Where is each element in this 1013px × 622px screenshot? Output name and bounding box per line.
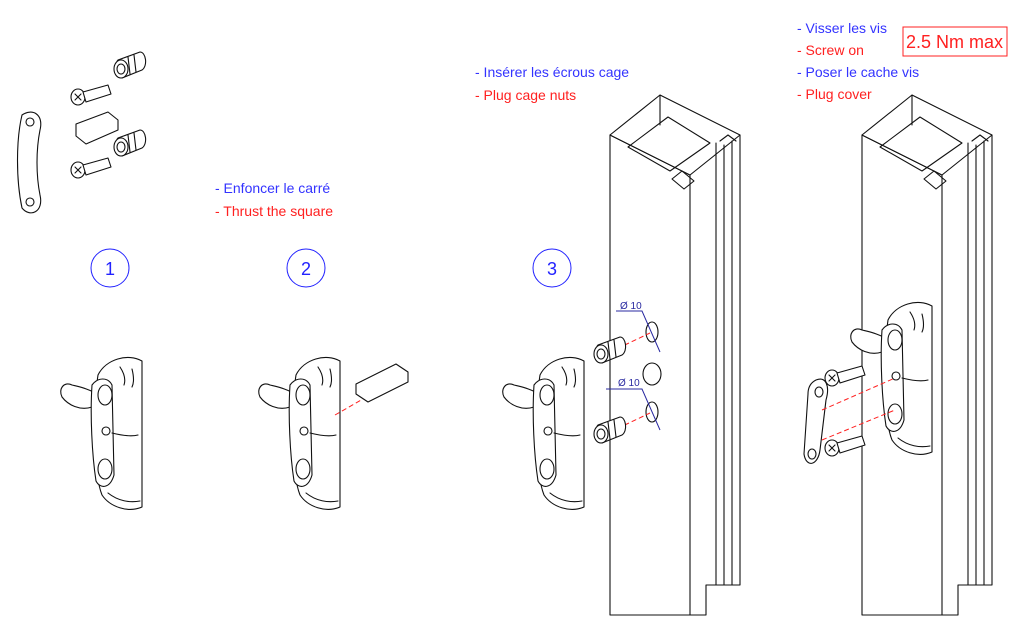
aluminium-profile [609,94,741,616]
step-2: - Enfoncer le carré - Thrust the square … [215,180,409,510]
screw-icon [824,435,866,457]
instruction-fr: - Enfoncer le carré [215,180,330,196]
screw-cover-part [16,111,42,214]
instruction-fr: - Insérer les écrous cage [475,64,629,80]
instruction-en: - Plug cage nuts [475,87,576,103]
torque-box [902,26,1008,57]
handle-icon [502,356,585,510]
step-3: - Insérer les écrous cage - Plug cage nu… [475,64,741,616]
screw-icon [824,365,866,387]
step-4: - Visser les vis - Screw on - Poser le c… [797,20,1008,616]
handle-icon [258,356,341,510]
step-1: 1 [16,51,147,510]
instruction-fr: - Visser les vis [797,20,887,36]
instruction-en: - Thrust the square [215,203,333,219]
step-number: 3 [547,259,557,279]
instruction-fr: - Poser le cache vis [797,64,919,80]
screw-cover-part [803,378,829,464]
dimension-label: Ø 10 [620,301,642,312]
step-number-circle [90,248,130,288]
step-number-circle [532,248,572,288]
square-spindle-icon [75,111,119,145]
step-number-circle [286,248,326,288]
square-spindle-icon [355,363,409,403]
cage-nut-icon [113,51,147,79]
torque-label: 2.5 Nm max [906,32,1003,52]
step-number: 2 [301,259,311,279]
screw-icon [70,157,112,179]
screw-icon [70,84,112,106]
dimension-label: Ø 10 [618,378,640,389]
instruction-en: - Screw on [797,42,864,58]
cage-nut-icon [113,129,147,157]
hole [642,362,662,386]
step-number: 1 [105,259,115,279]
instruction-en: - Plug cover [797,86,872,102]
handle-icon [60,356,143,510]
